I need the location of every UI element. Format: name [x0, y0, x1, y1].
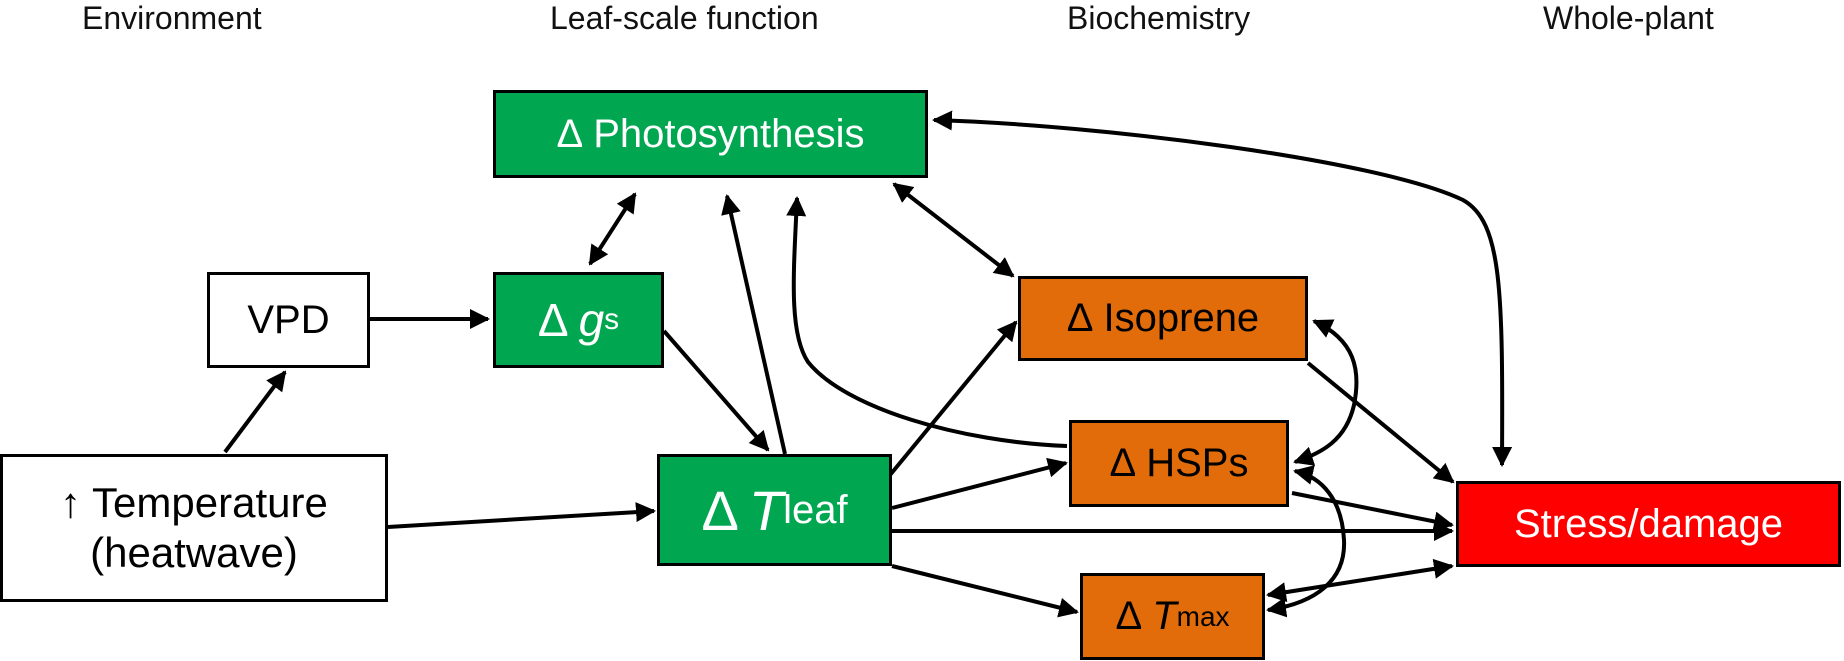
arrow-tleaf-to-tmax	[891, 564, 1079, 618]
arrow-tleaf-to-hsps	[891, 457, 1068, 510]
stress-damage-label: Stress/damage	[1513, 501, 1784, 546]
arrow-tmax-stress	[1266, 558, 1454, 603]
arrow-photosynthesis-gs	[588, 192, 637, 266]
arrow-gs-to-tleaf	[662, 329, 770, 452]
arrow-isoprene-to-stress	[1306, 361, 1455, 484]
gs-main: g	[578, 294, 605, 346]
arrow-photosynthesis-stress	[932, 110, 1513, 467]
arrow-hsps-to-stress	[1291, 491, 1454, 532]
vpd-label: VPD	[247, 297, 330, 342]
arrow-tleaf-to-isoprene	[888, 320, 1018, 477]
hsps-label: HSPs	[1146, 441, 1249, 485]
tmax-delta: Δ	[1115, 594, 1143, 638]
tleaf-delta: Δ	[701, 478, 739, 542]
temperature-sublabel: (heatwave)	[90, 529, 298, 576]
isoprene-label: Isoprene	[1103, 296, 1260, 340]
tleaf-main: T	[748, 478, 784, 542]
photosynthesis-delta: Δ	[556, 111, 584, 156]
photosynthesis-label: Photosynthesis	[593, 111, 865, 156]
arrow-tleaf-to-photosynthesis	[721, 194, 787, 455]
stress-damage-box: Stress/damage	[1456, 481, 1841, 567]
hsps-delta: Δ	[1109, 441, 1137, 485]
arrow-temperature-to-vpd	[223, 370, 287, 454]
arrow-photosynthesis-isoprene	[892, 182, 1015, 278]
header-leaf-scale-function: Leaf-scale function	[550, 0, 819, 36]
header-whole-plant: Whole-plant	[1543, 0, 1714, 36]
isoprene-delta: Δ	[1066, 296, 1094, 340]
header-environment: Environment	[82, 0, 262, 36]
arrow-isoprene-hsps	[1293, 319, 1359, 466]
arrow-temperature-to-tleaf	[387, 502, 656, 529]
tmax-main: T	[1152, 594, 1177, 638]
temperature-box: ↑ Temperature (heatwave)	[0, 454, 388, 602]
vpd-box: VPD	[207, 272, 370, 368]
header-biochemistry: Biochemistry	[1067, 0, 1251, 36]
gs-delta: Δ	[537, 294, 569, 346]
temperature-label: ↑ Temperature	[60, 479, 328, 526]
